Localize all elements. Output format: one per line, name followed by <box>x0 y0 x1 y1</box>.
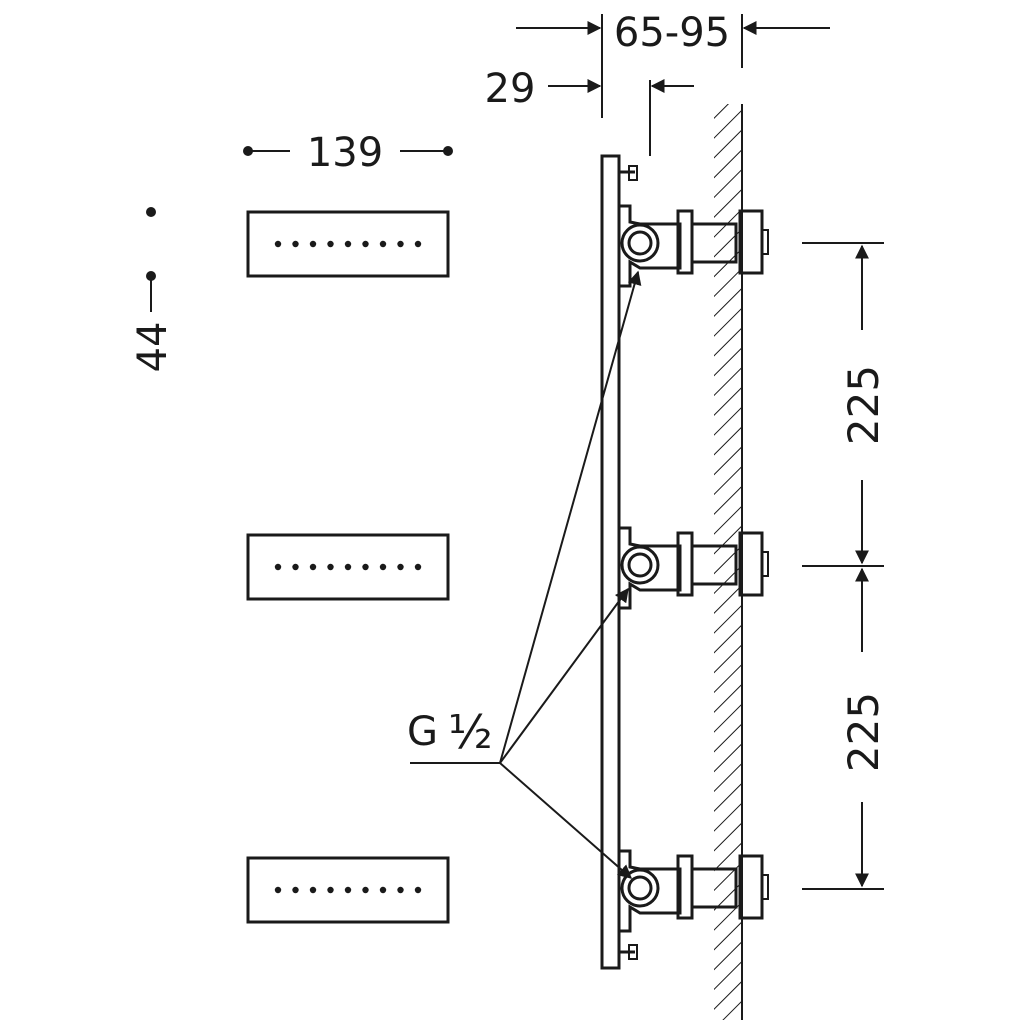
mounting-plate <box>600 154 638 970</box>
nozzle-dot <box>309 886 317 894</box>
nozzle-dot <box>274 886 282 894</box>
nozzle-dot <box>397 563 404 571</box>
nozzle-dot <box>274 563 282 571</box>
nozzle-dot <box>327 240 334 248</box>
nozzle-dot <box>414 240 422 248</box>
connector-middle <box>619 526 769 610</box>
nozzle-dot <box>292 886 299 894</box>
dimension-spacing-225-bottom: 225 <box>802 567 888 890</box>
dimension-label-225-bottom: 225 <box>839 692 888 772</box>
dimension-label-225-top: 225 <box>839 365 888 445</box>
nozzle-dot <box>414 563 422 571</box>
dimension-depth-65-95: 65-95 <box>516 10 830 118</box>
nozzle-dot <box>292 240 299 248</box>
nozzle-dot <box>309 240 317 248</box>
nozzle-row-middle <box>274 563 422 571</box>
nozzle-dot <box>397 886 404 894</box>
nozzle-row-top <box>274 240 422 248</box>
front-view-bottom <box>246 856 450 924</box>
nozzle-dot <box>397 240 404 248</box>
nozzle-dot <box>379 240 387 248</box>
nozzle-dot <box>362 240 369 248</box>
dimension-depth-29: 29 <box>485 66 694 156</box>
thread-callout: G ½ <box>407 270 642 879</box>
nozzle-dot <box>292 563 299 571</box>
dimension-label-139: 139 <box>307 130 383 176</box>
dimension-label-29: 29 <box>485 66 536 112</box>
front-view-top <box>246 210 450 278</box>
nozzle-dot <box>327 886 334 894</box>
dimension-label-65-95: 65-95 <box>614 10 730 56</box>
wall-section <box>714 104 743 1020</box>
dimension-label-44: 44 <box>130 322 176 373</box>
nozzle-dot <box>362 886 369 894</box>
nozzle-dot <box>362 563 369 571</box>
dimension-height-44: 44 <box>130 207 176 372</box>
connector-bottom <box>619 849 769 933</box>
nozzle-dot <box>344 886 352 894</box>
nozzle-dot <box>274 240 282 248</box>
nozzle-dot <box>309 563 317 571</box>
nozzle-dot <box>344 563 352 571</box>
thread-label-prefix: G <box>407 709 438 755</box>
nozzle-row-bottom <box>274 886 422 894</box>
nozzle-dot <box>379 563 387 571</box>
nozzle-dot <box>414 886 422 894</box>
thread-label-fraction: ½ <box>448 705 493 759</box>
nozzle-dot <box>344 240 352 248</box>
dimension-width-139: 139 <box>243 130 453 176</box>
dimension-spacing-225-top: 225 <box>802 242 888 567</box>
connector-top <box>619 204 769 288</box>
front-view-middle <box>246 533 450 601</box>
nozzle-dot <box>327 563 334 571</box>
nozzle-dot <box>379 886 387 894</box>
